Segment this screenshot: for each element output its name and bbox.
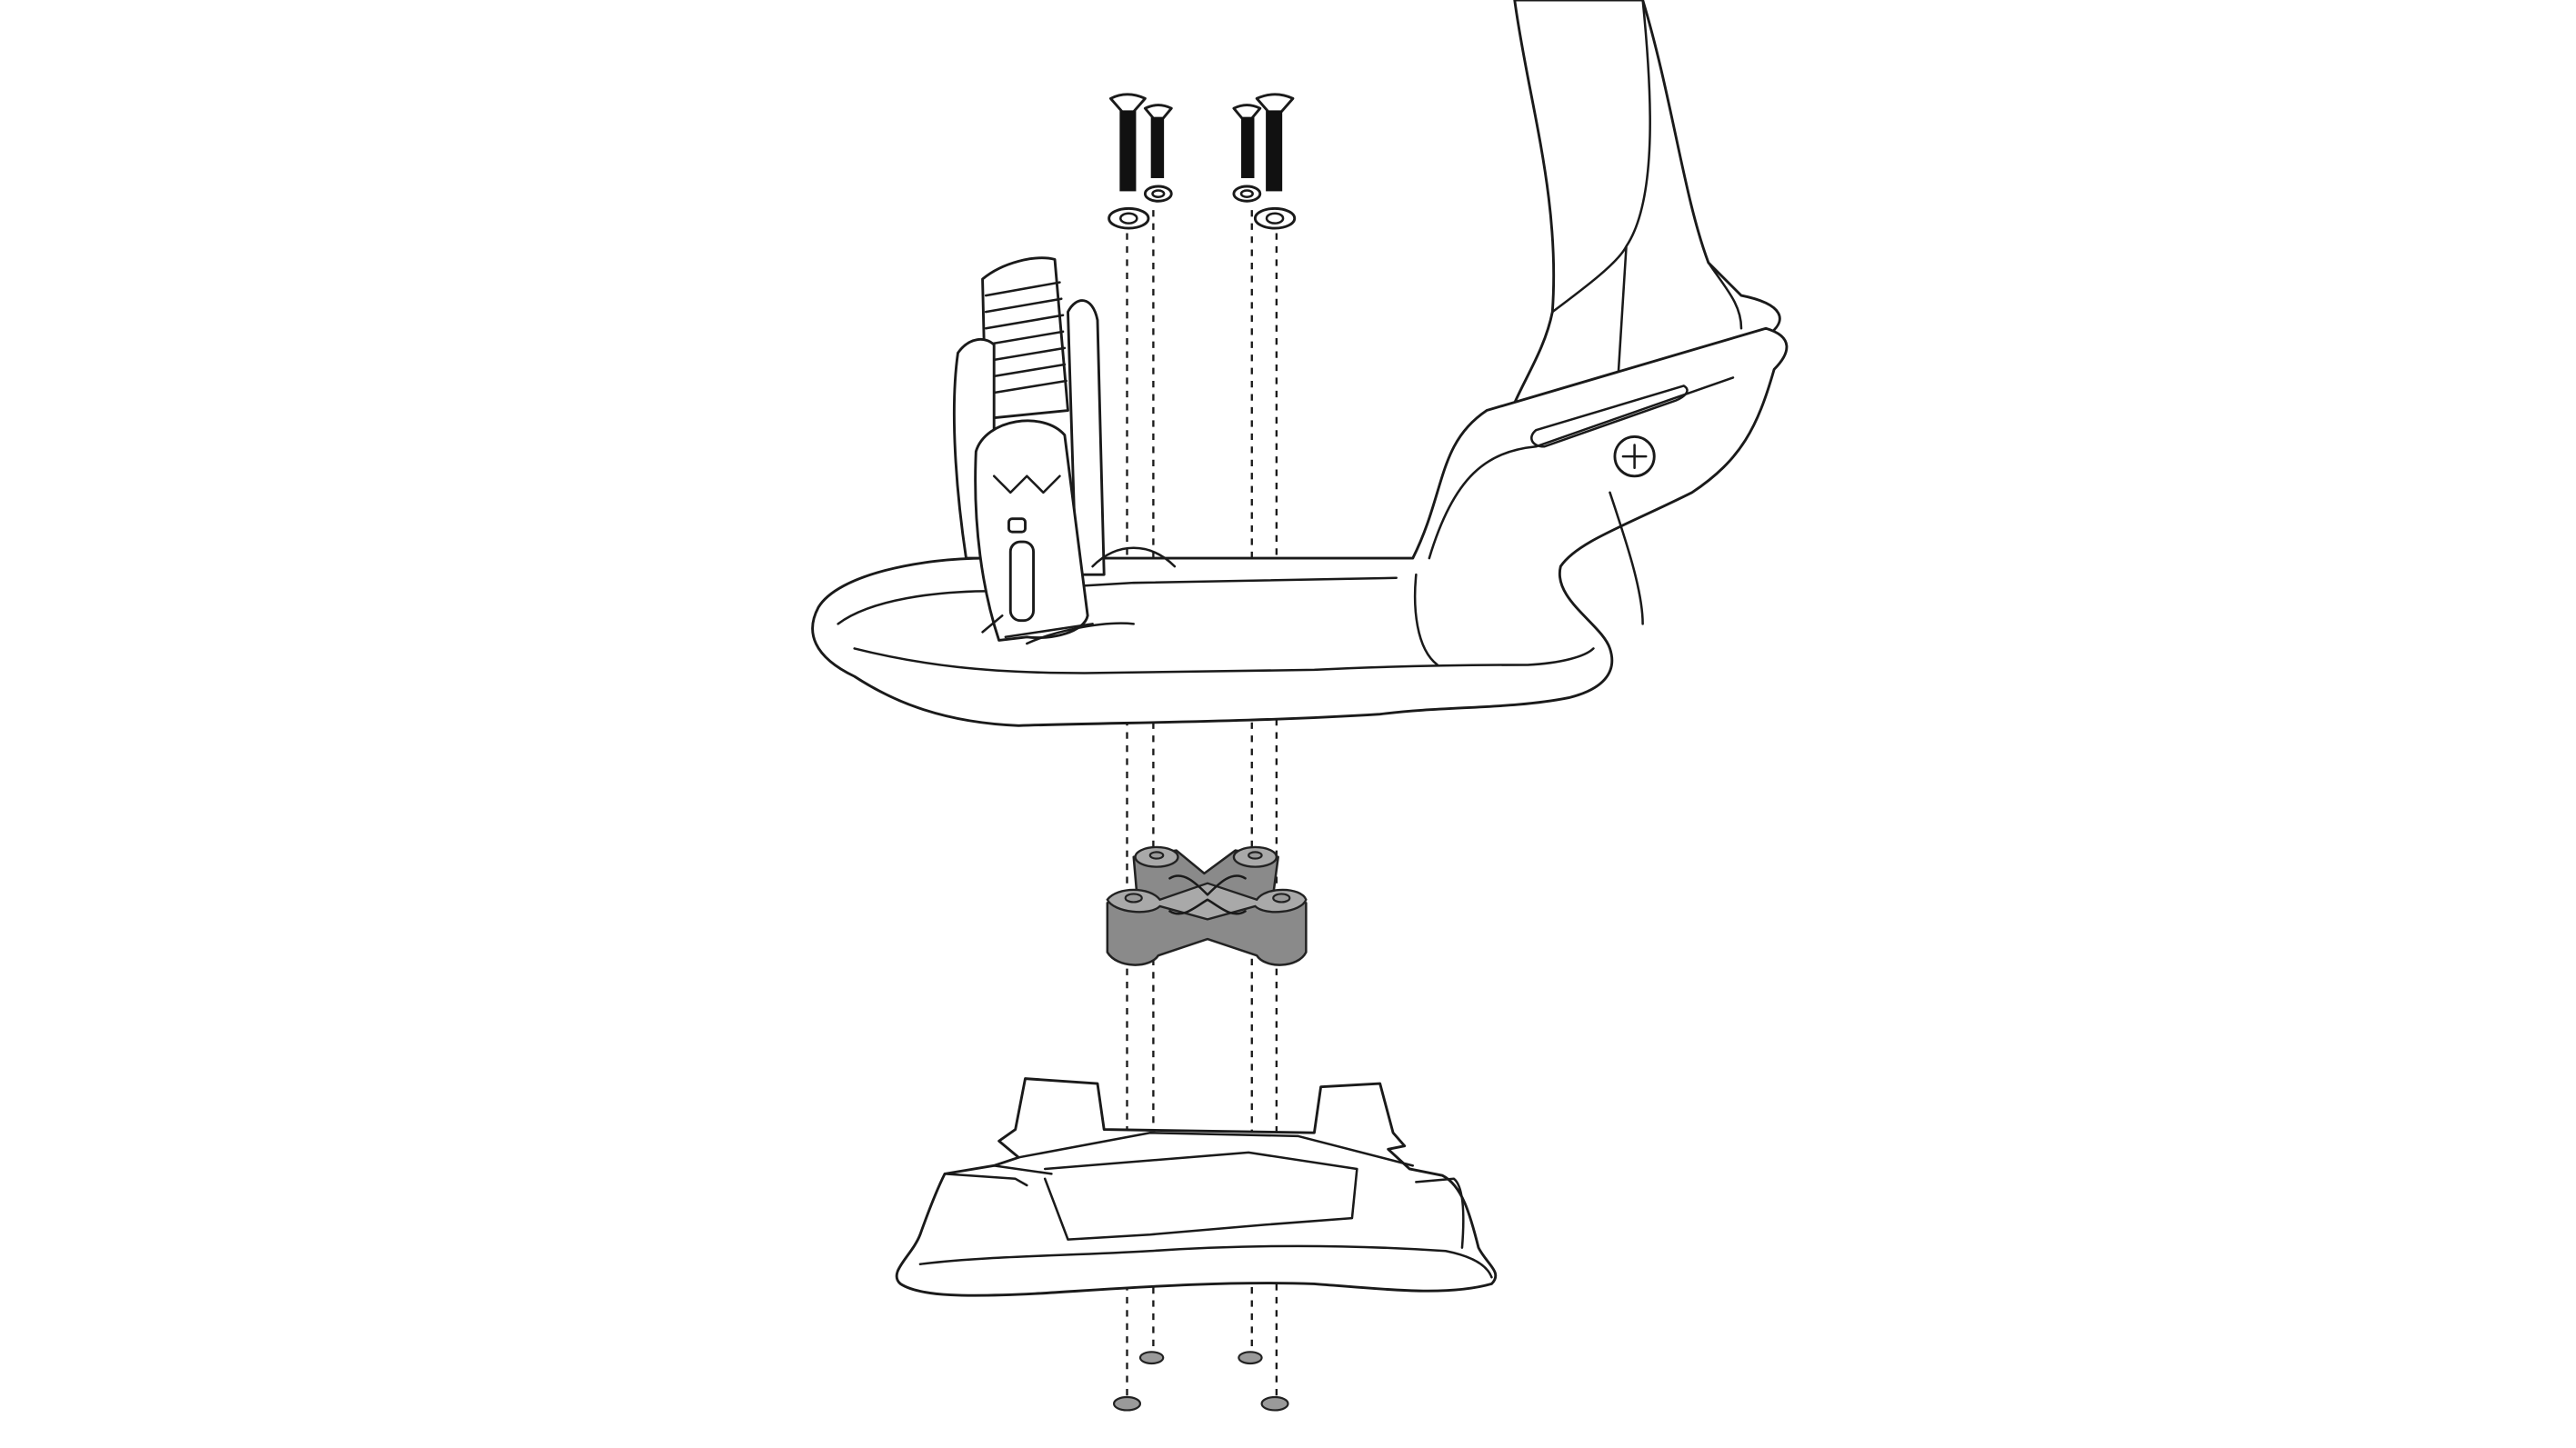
inserts [1112, 1351, 1289, 1412]
washer-icon [1253, 206, 1297, 230]
base-pad [895, 1077, 1498, 1297]
washer-icon [1108, 206, 1150, 230]
washer-icon [1143, 185, 1173, 203]
insert-icon [1238, 1351, 1263, 1365]
screw-icon [1108, 93, 1147, 192]
ankle-strap [952, 256, 1177, 645]
screw-icon [1255, 93, 1295, 192]
insert-icon [1260, 1395, 1289, 1412]
washer-icon [1232, 185, 1262, 203]
screws [1108, 93, 1295, 192]
screw-icon [1143, 104, 1173, 178]
washers [1108, 185, 1297, 230]
insert-icon [1138, 1351, 1165, 1365]
mounting-disc [1106, 845, 1308, 966]
insert-icon [1112, 1395, 1142, 1412]
ladder-strap-teeth [984, 281, 1067, 395]
screw-icon [1232, 104, 1262, 178]
